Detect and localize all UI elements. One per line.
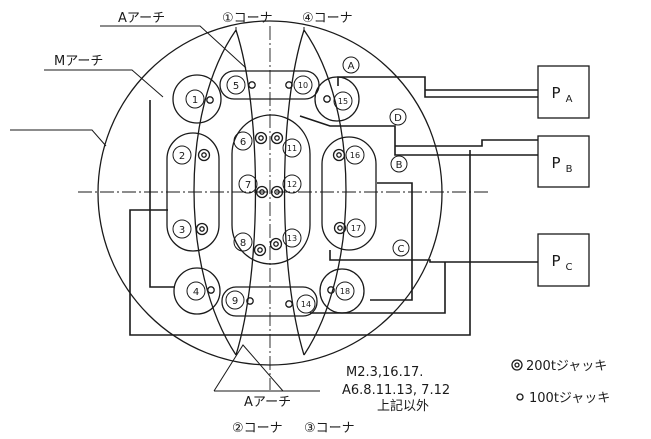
group-letter-b: B bbox=[390, 155, 408, 173]
group-jack1 bbox=[172, 74, 222, 124]
svg-text:P: P bbox=[551, 154, 560, 172]
svg-text:6: 6 bbox=[240, 137, 246, 148]
jack-number-16: 16 bbox=[345, 145, 365, 165]
jack-number-10: 10 bbox=[293, 75, 313, 95]
pipe-loop-b bbox=[299, 115, 538, 156]
svg-text:3: 3 bbox=[179, 225, 185, 236]
pipe-line-b2 bbox=[395, 139, 538, 147]
jack-number-14: 14 bbox=[296, 294, 316, 314]
jack-number-2: 2 bbox=[172, 145, 192, 165]
label-corner1: ①コーナ bbox=[222, 11, 273, 26]
svg-text:100tジャッキ: 100tジャッキ bbox=[529, 391, 610, 406]
jack-number-7: 7 bbox=[238, 174, 258, 194]
pipe-left-manifold bbox=[149, 100, 175, 288]
svg-text:D: D bbox=[394, 113, 402, 124]
leader-a-arch-bottom bbox=[213, 344, 284, 392]
pipe-left-branch bbox=[129, 150, 471, 336]
svg-text:10: 10 bbox=[298, 81, 308, 90]
note-line2: A6.8.11.13, 7.12 bbox=[342, 383, 450, 398]
jack-100t-markers bbox=[206, 81, 335, 308]
pipe-right-loop bbox=[370, 182, 413, 301]
svg-text:B: B bbox=[396, 160, 403, 171]
a-arch-left bbox=[235, 29, 257, 356]
jack-number-9: 9 bbox=[225, 290, 245, 310]
svg-text:8: 8 bbox=[240, 238, 246, 249]
note-line3: 上記以外 bbox=[377, 398, 429, 414]
jack-number-5: 5 bbox=[226, 75, 246, 95]
note-line1: M2.3,16.17. bbox=[346, 365, 423, 380]
pipe-loop-c bbox=[329, 250, 538, 263]
label-corner3: ③コーナ bbox=[304, 421, 355, 436]
group-letter-a: A bbox=[342, 56, 360, 74]
svg-text:14: 14 bbox=[301, 300, 311, 309]
svg-text:C: C bbox=[398, 244, 405, 255]
pump-pb: P B bbox=[537, 135, 590, 188]
label-a-arch-top: Aアーチ bbox=[118, 11, 165, 26]
pump-pc: P C bbox=[537, 233, 590, 287]
jack-number-1: 1 bbox=[185, 89, 205, 109]
leader-a-arch-top bbox=[100, 25, 247, 69]
pipe-bottom-loop bbox=[310, 262, 446, 314]
jack-number-12: 12 bbox=[282, 174, 302, 194]
legend-100t: 100tジャッキ bbox=[516, 391, 610, 406]
m-arch-right bbox=[303, 29, 347, 356]
svg-text:5: 5 bbox=[233, 81, 239, 92]
group-top bbox=[219, 70, 320, 100]
svg-text:11: 11 bbox=[287, 144, 297, 153]
svg-text:2: 2 bbox=[179, 151, 185, 162]
svg-text:4: 4 bbox=[193, 287, 199, 298]
svg-text:15: 15 bbox=[338, 97, 348, 106]
jack-200t-markers bbox=[195, 131, 347, 257]
pipe-loop-a bbox=[337, 76, 538, 98]
m-arch-left bbox=[193, 29, 237, 356]
legend-200t: 200tジャッキ bbox=[511, 359, 607, 374]
outer-ring bbox=[97, 20, 443, 366]
ring-leader-line bbox=[10, 129, 107, 147]
svg-text:17: 17 bbox=[351, 224, 361, 233]
group-left bbox=[166, 132, 220, 252]
pump-pa: P A bbox=[537, 65, 590, 119]
group-bottom bbox=[221, 286, 318, 317]
group-letter-d: D bbox=[389, 108, 407, 126]
svg-text:P: P bbox=[551, 84, 560, 102]
jack-number-13: 13 bbox=[282, 228, 302, 248]
jack-number-4: 4 bbox=[186, 281, 206, 301]
jack-number-17: 17 bbox=[346, 218, 366, 238]
jack-numbers: 1 2 3 4 5 6 7 8 9 10 11 12 13 14 15 16 1… bbox=[172, 75, 366, 314]
group-jack15 bbox=[314, 76, 360, 122]
svg-text:12: 12 bbox=[287, 180, 297, 189]
svg-text:200tジャッキ: 200tジャッキ bbox=[526, 359, 607, 374]
label-corner2: ②コーナ bbox=[232, 421, 283, 436]
svg-text:18: 18 bbox=[340, 287, 350, 296]
jack-number-3: 3 bbox=[172, 219, 192, 239]
jack-number-8: 8 bbox=[233, 232, 253, 252]
label-a-arch-bottom: Aアーチ bbox=[244, 395, 291, 410]
jack-number-15: 15 bbox=[333, 91, 353, 111]
jack-number-6: 6 bbox=[233, 131, 253, 151]
svg-text:B: B bbox=[566, 164, 573, 175]
label-m-arch: Mアーチ bbox=[54, 54, 103, 69]
a-arch-right bbox=[283, 29, 305, 356]
label-corner4: ④コーナ bbox=[302, 11, 353, 26]
leader-m-arch bbox=[44, 69, 164, 98]
svg-text:13: 13 bbox=[287, 234, 297, 243]
svg-text:C: C bbox=[566, 262, 573, 273]
svg-text:16: 16 bbox=[350, 151, 360, 160]
svg-text:A: A bbox=[348, 61, 355, 72]
group-right bbox=[321, 136, 377, 251]
svg-text:9: 9 bbox=[232, 296, 238, 307]
svg-text:P: P bbox=[551, 252, 560, 270]
jack-number-11: 11 bbox=[282, 138, 302, 158]
group-center bbox=[231, 114, 311, 265]
jack-number-18: 18 bbox=[335, 281, 355, 301]
svg-text:7: 7 bbox=[245, 180, 251, 191]
svg-text:1: 1 bbox=[192, 95, 198, 106]
group-letter-c: C bbox=[392, 239, 410, 257]
svg-text:A: A bbox=[566, 94, 573, 105]
group-jack4 bbox=[173, 267, 221, 315]
